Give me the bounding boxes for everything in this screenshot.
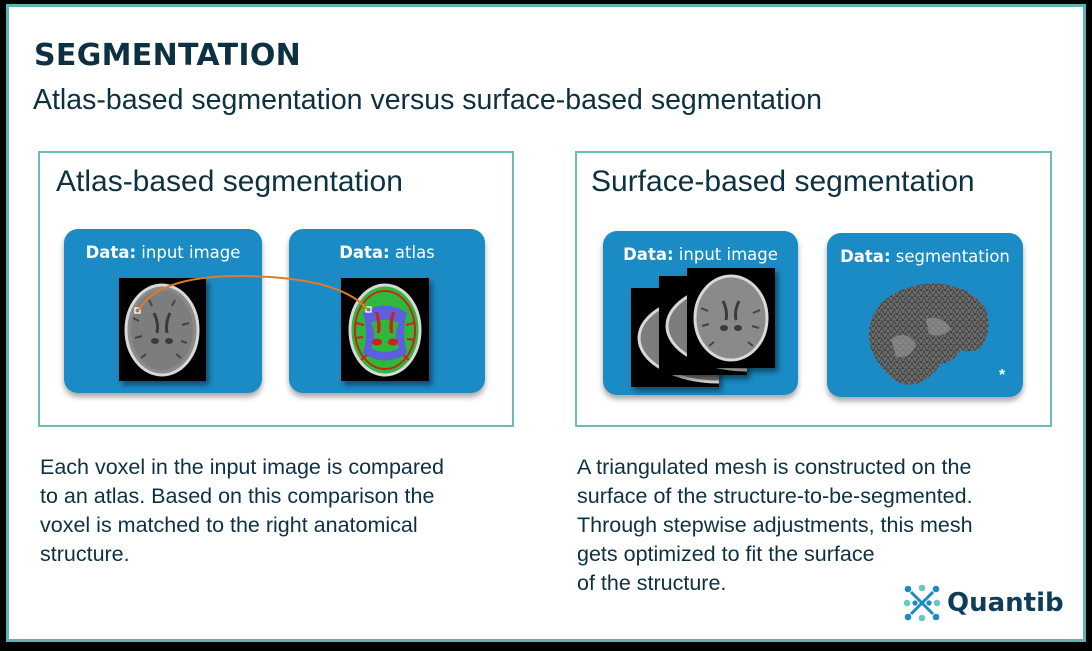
voxel-connector-arc (137, 274, 369, 312)
quantib-logo: Quantib (903, 584, 1064, 622)
atlas-panel-title: Atlas-based segmentation (56, 165, 403, 198)
surface-input-card: Data: input image (603, 231, 798, 395)
surface-description: A triangulated mesh is constructed on th… (577, 455, 973, 595)
atlas-reference-card: Data: atlas (289, 229, 485, 393)
footnote-marker: * (999, 367, 1006, 384)
atlas-input-card: Data: input image (64, 229, 262, 393)
card-label: Data: input image (623, 245, 778, 264)
mri-slice-front (687, 268, 775, 368)
surface-segmentation-card: Data: segmentation * (827, 233, 1023, 397)
brain-mri-image (119, 278, 206, 381)
brain-mesh-image (868, 283, 989, 385)
card-label: Data: input image (85, 243, 241, 262)
brain-atlas-image (341, 278, 429, 381)
logo-text: Quantib (947, 588, 1064, 618)
page-subtitle: Atlas-based segmentation versus surface-… (33, 84, 822, 116)
atlas-description: Each voxel in the input image is compare… (40, 455, 444, 566)
quantib-molecule-x-icon (903, 584, 941, 622)
surface-panel-title: Surface-based segmentation (591, 165, 975, 198)
page-title: SEGMENTATION (34, 38, 302, 73)
card-label: Data: segmentation (840, 247, 1010, 266)
card-label: Data: atlas (339, 243, 435, 262)
